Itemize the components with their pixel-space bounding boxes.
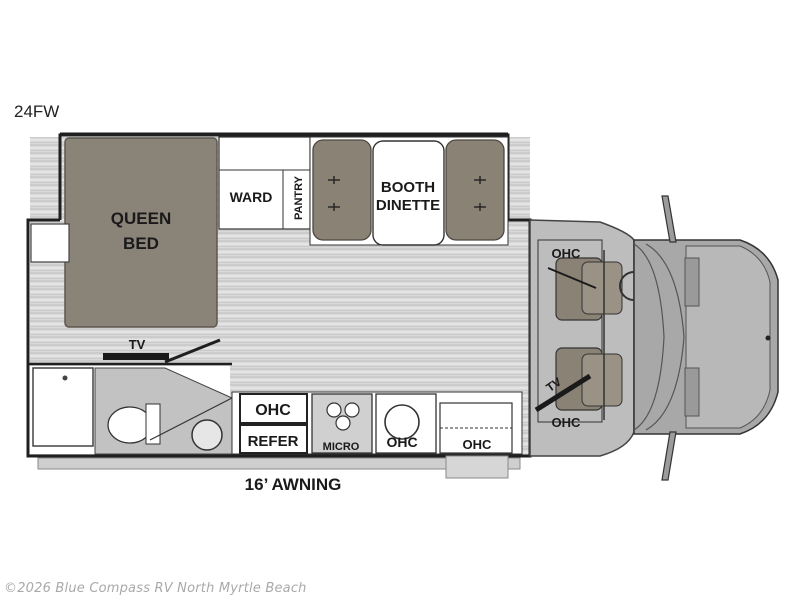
wardrobe	[218, 136, 311, 230]
queen-bed-label-1: QUEEN	[111, 209, 171, 228]
model-name: 24FW	[14, 102, 60, 121]
micro-label: MICRO	[323, 441, 360, 453]
dinette-seat-left	[312, 139, 372, 241]
ohc-cab-top-label: OHC	[552, 246, 582, 261]
refer-label: REFER	[248, 433, 299, 450]
booth-label-1: BOOTH	[381, 179, 435, 196]
refrigerator	[239, 424, 308, 454]
vehicle-hood	[633, 239, 779, 435]
copyright-watermark: ©2026 Blue Compass RV North Myrtle Beach	[4, 581, 307, 596]
awning-bar	[37, 457, 521, 470]
queen-bed-label-2: BED	[123, 234, 159, 253]
ohc-box	[239, 393, 308, 424]
tv-bedroom-label: TV	[129, 337, 146, 352]
bathroom	[30, 366, 233, 455]
toilet	[107, 406, 153, 444]
dinette-table	[372, 140, 445, 246]
awning-label: 16’ AWNING	[245, 475, 342, 494]
galley	[231, 391, 523, 455]
shower	[32, 367, 94, 447]
cab	[529, 219, 649, 457]
booth-label-2: DINETTE	[376, 197, 440, 214]
ohc-stove-label: OHC	[386, 434, 417, 450]
tv-bedroom	[103, 353, 169, 360]
ohc-galley-label: OHC	[255, 402, 291, 419]
nightstand	[30, 223, 70, 263]
pantry-label: PANTRY	[293, 175, 305, 220]
bath-sink	[191, 419, 223, 451]
queen-bed	[64, 137, 218, 328]
ohc-counter-label: OHC	[463, 437, 493, 452]
booth-dinette	[309, 136, 509, 246]
tv-cab	[534, 373, 592, 413]
side-mirrors	[661, 195, 677, 481]
ward-label: WARD	[230, 189, 273, 205]
bath-door	[164, 338, 221, 364]
ohc-cab-bottom-label: OHC	[552, 415, 582, 430]
dinette-seat-right	[445, 139, 505, 241]
entry-step	[445, 455, 509, 479]
